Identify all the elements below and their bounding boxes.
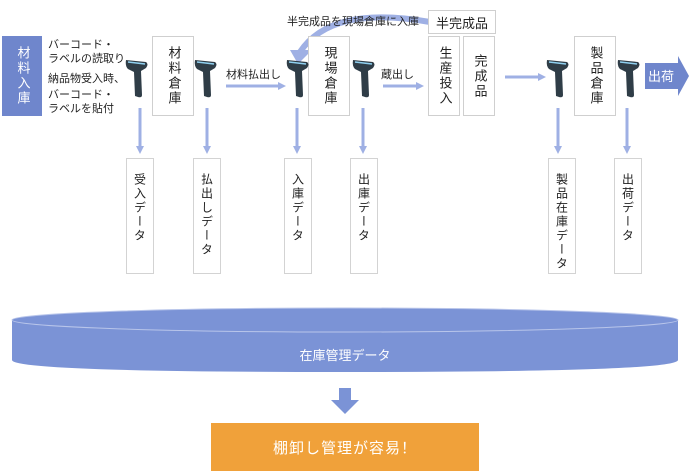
node-product-warehouse: 製品倉庫 (574, 36, 616, 116)
data-box-shipping: 出荷データ (614, 158, 642, 274)
data-label-shipping: 出荷データ (620, 173, 635, 243)
data-label-receipt: 受入データ (132, 173, 147, 243)
shipping-arrow-shape (645, 56, 689, 96)
result-label: 棚卸し管理が容易！ (272, 438, 417, 457)
label-barcode-read: バーコード・ ラベルの読取り (48, 38, 125, 65)
barcode-scanner-icon (546, 60, 569, 98)
barcode-scanner-icon (286, 60, 309, 98)
node-finished: 完成品 (463, 36, 495, 116)
data-label-entry: 入庫データ (290, 173, 305, 243)
node-site-warehouse: 現場倉庫 (308, 36, 350, 116)
result-box: 棚卸し管理が容易！ (211, 423, 479, 471)
arrow-to-result-head (331, 400, 359, 414)
node-material-warehouse: 材料倉庫 (152, 36, 194, 116)
label-barcode-attach: バーコード・ ラベルを貼付 (48, 88, 114, 115)
data-box-dispatch: 払出しデータ (193, 158, 221, 274)
barcode-scanner-icon (352, 60, 375, 98)
data-label-dispatch: 払出しデータ (199, 173, 214, 257)
node-semi-finished: 半完成品 (428, 10, 496, 34)
label-on-receipt: 納品物受入時、 (48, 72, 125, 85)
barcode-scanner-icon (194, 60, 217, 98)
data-box-receipt: 受入データ (126, 158, 154, 274)
data-box-entry: 入庫データ (284, 158, 312, 274)
arrow-semi-to-site (297, 14, 431, 54)
barcode-scanner-icon (125, 60, 148, 98)
arrow-semi-to-site-head (290, 50, 312, 64)
barcode-scanner-icon (617, 60, 640, 98)
label-semi-to-site: 半完成品を現場倉庫に入庫 (287, 15, 419, 28)
database-top (11, 307, 679, 333)
data-box-product-stock: 製品在庫データ (548, 158, 576, 274)
arrow-to-result-shaft (339, 388, 351, 402)
database-cylinder (12, 320, 678, 372)
database-label: 在庫管理データ (299, 349, 391, 364)
node-shipping: 出荷 (648, 70, 675, 85)
data-label-product-stock: 製品在庫データ (554, 173, 569, 271)
label-material-out: 材料払出し (226, 68, 281, 81)
label-warehouse-out: 蔵出し (381, 68, 414, 81)
node-material-receiving: 材料入庫 (2, 36, 42, 116)
data-label-exit: 出庫データ (356, 173, 371, 243)
data-box-exit: 出庫データ (350, 158, 378, 274)
node-production-input: 生産投入 (428, 36, 460, 116)
